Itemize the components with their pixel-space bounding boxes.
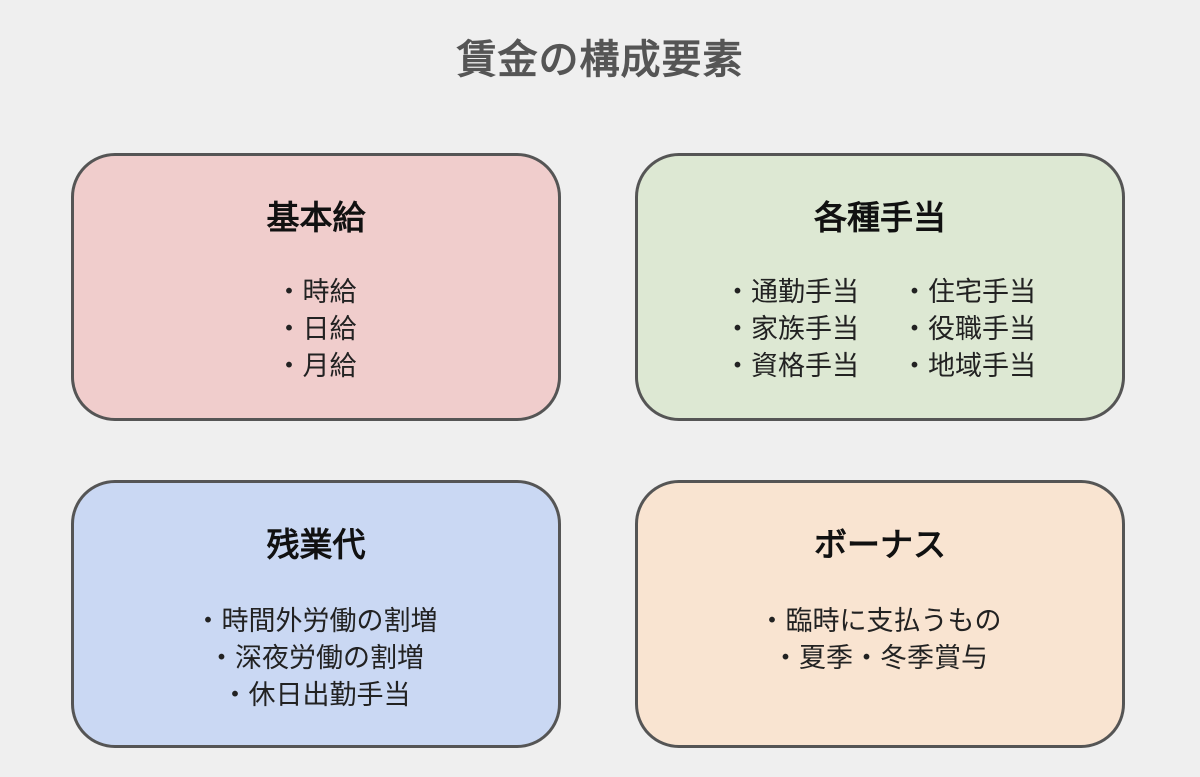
list-item: ・資格手当 (724, 351, 859, 382)
allowances-right-column: ・住宅手当 ・役職手当 ・地域手当 (901, 274, 1036, 385)
allowances-list: ・通勤手当 ・家族手当 ・資格手当 ・住宅手当 ・役職手当 ・地域手当 (638, 274, 1122, 385)
basic-salary-list: ・時給 ・日給 ・月給 (74, 274, 558, 385)
list-item: ・休日出勤手当 (221, 680, 411, 711)
list-item: ・夏季・冬季賞与 (772, 643, 988, 674)
list-item: ・時給 (275, 277, 357, 308)
box-allowances: 各種手当 ・通勤手当 ・家族手当 ・資格手当 ・住宅手当 ・役職手当 ・地域手当 (635, 153, 1125, 421)
box-heading-bonus: ボーナス (814, 525, 946, 564)
list-item: ・地域手当 (901, 351, 1036, 382)
list-item: ・家族手当 (724, 314, 859, 345)
list-item: ・臨時に支払うもの (758, 606, 1002, 637)
box-heading-allowances: 各種手当 (814, 198, 946, 237)
bonus-list: ・臨時に支払うもの ・夏季・冬季賞与 (638, 603, 1122, 677)
box-bonus: ボーナス ・臨時に支払うもの ・夏季・冬季賞与 (635, 480, 1125, 748)
diagram-title: 賃金の構成要素 (456, 37, 744, 83)
allowances-left-column: ・通勤手当 ・家族手当 ・資格手当 (724, 274, 859, 385)
list-item: ・通勤手当 (724, 277, 859, 308)
list-item: ・日給 (275, 314, 357, 345)
list-item: ・住宅手当 (901, 277, 1036, 308)
overtime-pay-list: ・時間外労働の割増 ・深夜労働の割増 ・休日出勤手当 (74, 603, 558, 714)
box-basic-salary: 基本給 ・時給 ・日給 ・月給 (71, 153, 561, 421)
box-overtime-pay: 残業代 ・時間外労働の割増 ・深夜労働の割増 ・休日出勤手当 (71, 480, 561, 748)
list-item: ・深夜労働の割増 (208, 643, 424, 674)
list-item: ・役職手当 (901, 314, 1036, 345)
list-item: ・時間外労働の割増 (194, 606, 438, 637)
list-item: ・月給 (275, 351, 357, 382)
box-heading-overtime-pay: 残業代 (266, 525, 366, 564)
box-heading-basic-salary: 基本給 (266, 198, 366, 237)
